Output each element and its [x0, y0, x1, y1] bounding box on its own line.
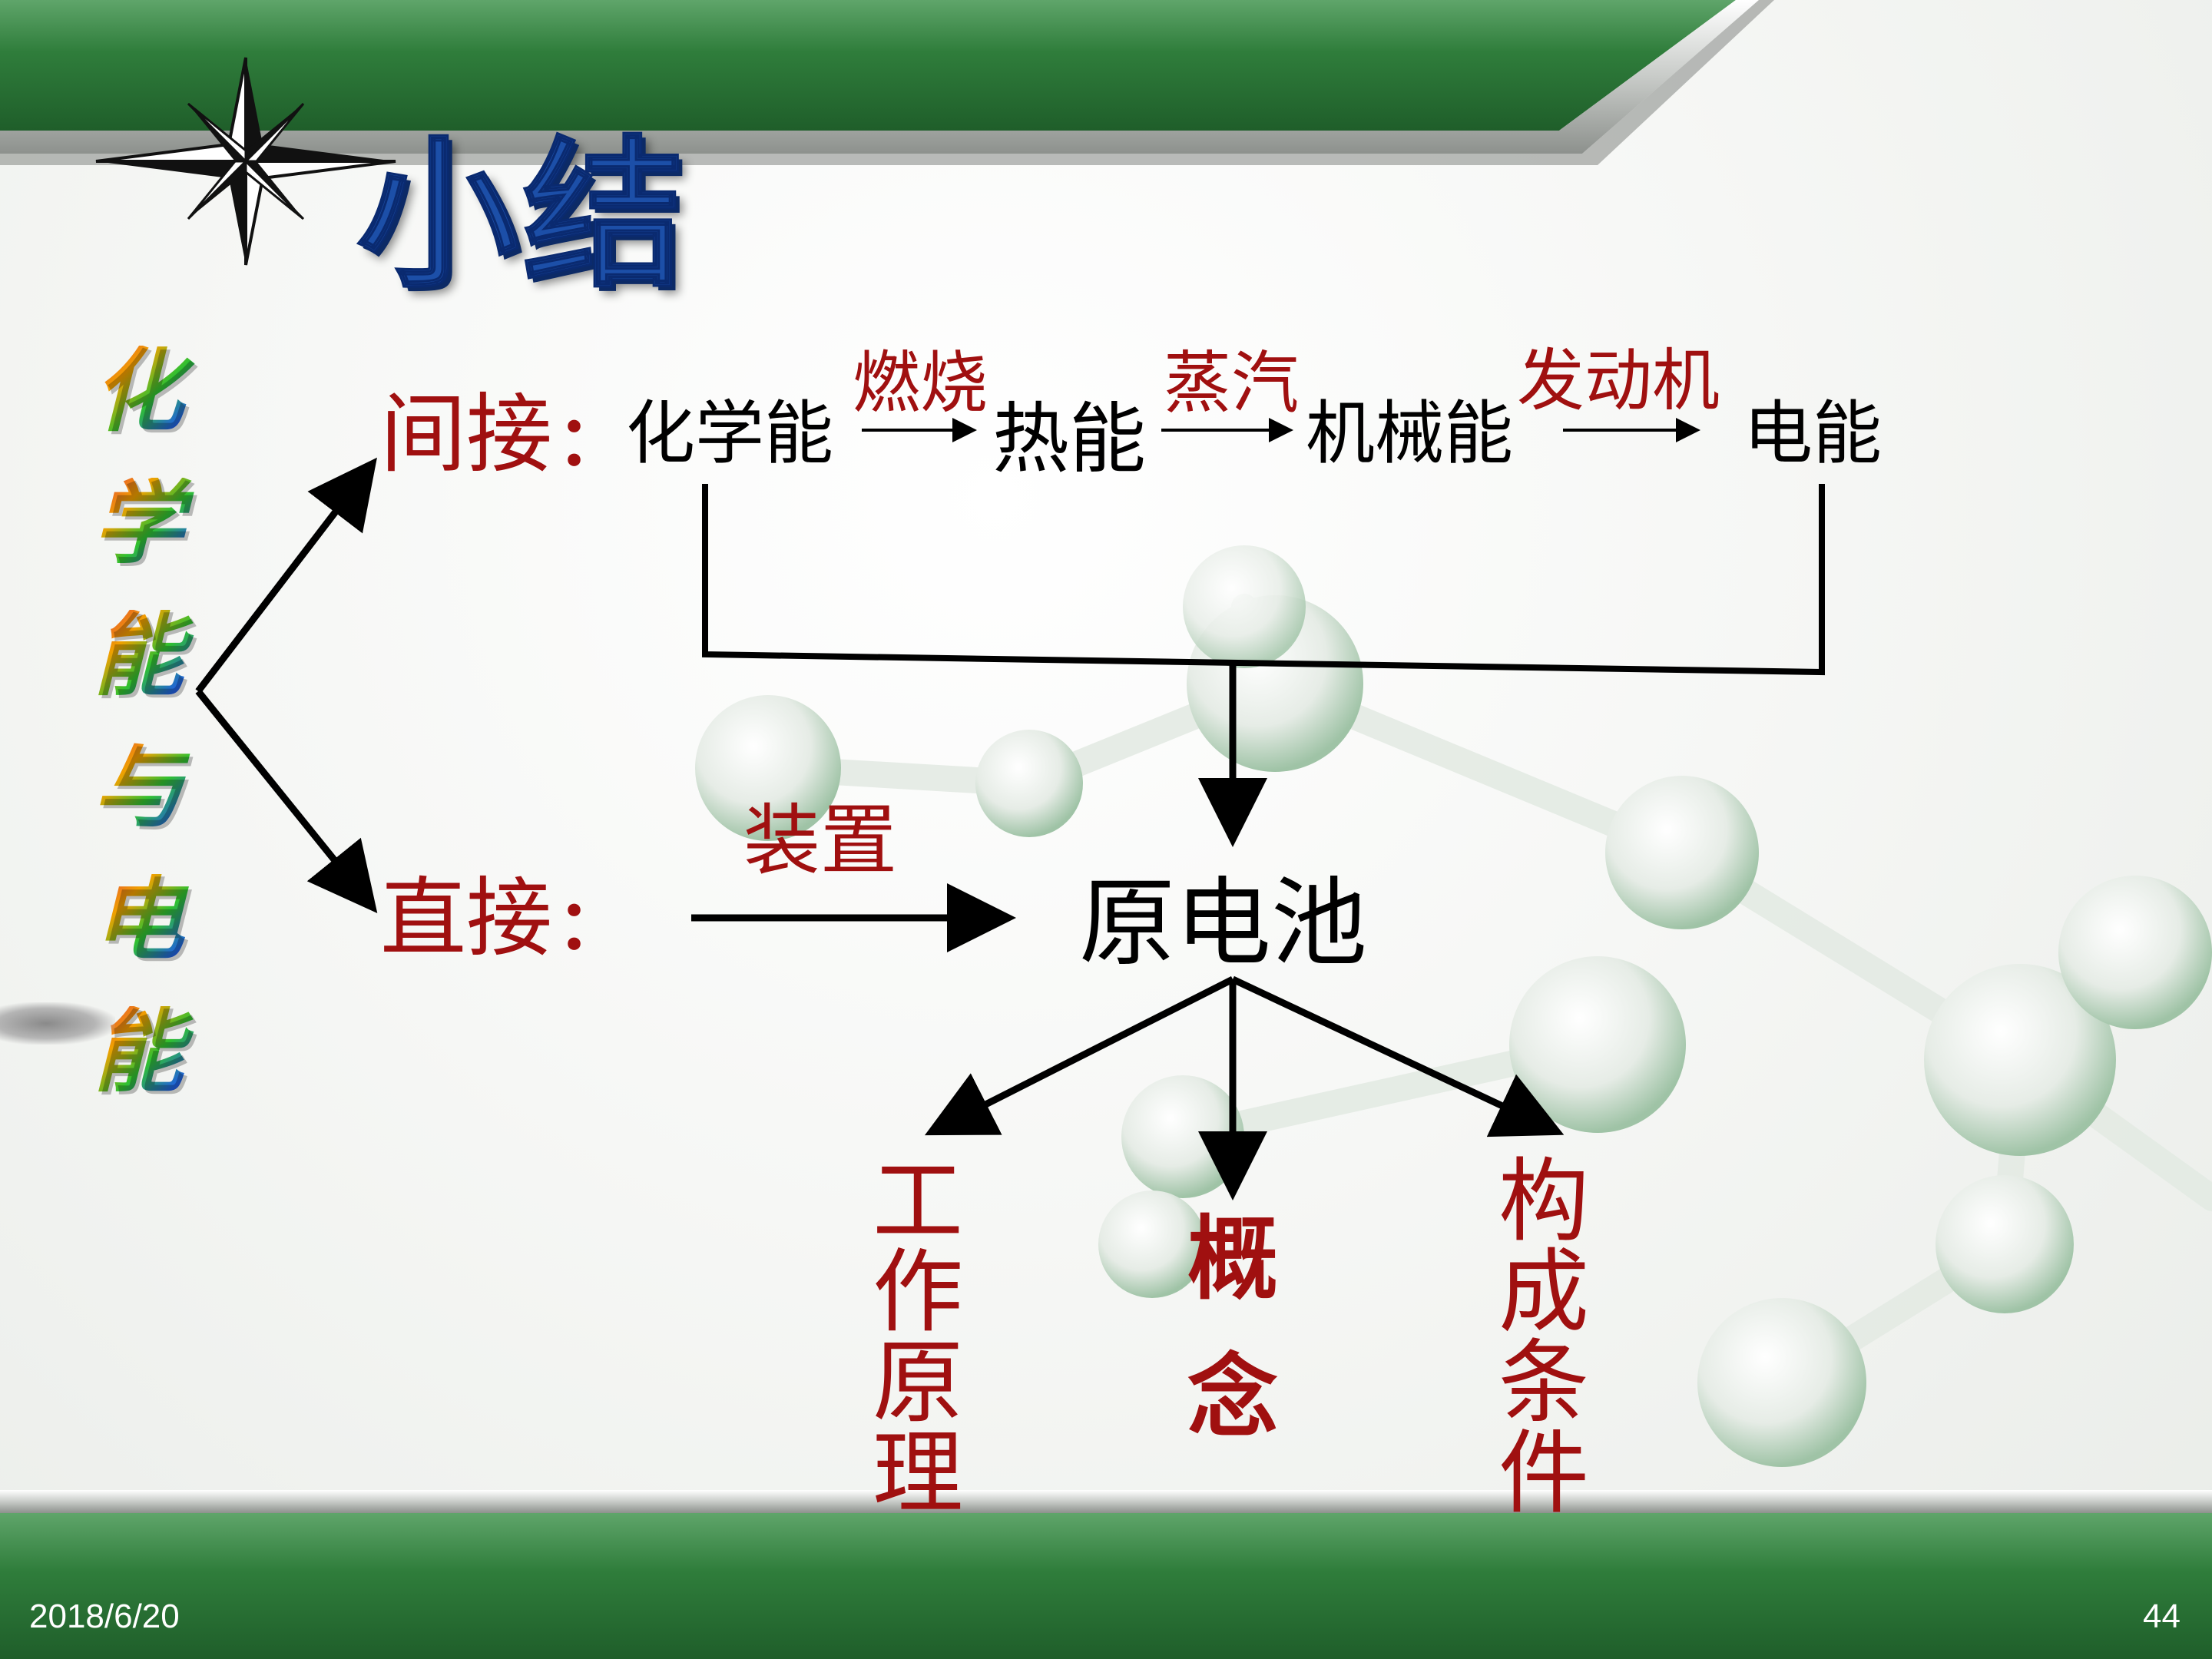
- branch-char: 概: [1187, 1206, 1278, 1312]
- galvanic-cell: 原电池: [1079, 868, 1367, 979]
- branch-char: 原: [872, 1330, 963, 1435]
- branch-conditions: 构 成 条 件: [1494, 1156, 1594, 1518]
- footer-date: 2018/6/20: [29, 1598, 180, 1635]
- chain-step-engine: 发动机: [1517, 341, 1720, 420]
- branch-char: 件: [1498, 1420, 1589, 1526]
- side-char: 学: [77, 478, 200, 610]
- branch-char: 作: [872, 1239, 963, 1345]
- chain-chem-energy: 化学能: [626, 393, 833, 474]
- branch-working-principle: 工 作 原 理: [868, 1156, 968, 1518]
- chain-mech-energy: 机械能: [1306, 393, 1513, 474]
- branch-char: 工: [872, 1148, 963, 1254]
- direct-colon: ：: [557, 885, 626, 965]
- branch-char: 念: [1187, 1344, 1278, 1450]
- branch-char: 条: [1498, 1330, 1589, 1435]
- indirect-colon: ：: [557, 401, 626, 482]
- side-smudge-decoration: [0, 1002, 115, 1045]
- branch-char: 理: [872, 1420, 963, 1526]
- indirect-label: 间接: [380, 385, 552, 485]
- footer-page-number: 44: [2143, 1598, 2181, 1635]
- branch-char: 成: [1498, 1239, 1589, 1345]
- branch-concept: 概 念: [1183, 1214, 1283, 1442]
- side-char: 与: [77, 742, 200, 874]
- chain-heat-energy: 热能: [992, 394, 1146, 484]
- side-char: 化: [77, 346, 200, 478]
- side-char: 能: [77, 610, 200, 742]
- arrow-to-principle: [924, 975, 1235, 1136]
- direct-label: 直接: [380, 869, 552, 969]
- arrow-to-indirect: [195, 457, 377, 694]
- side-char: 电: [77, 874, 200, 1006]
- slide-title: 小结: [356, 121, 690, 311]
- chain-elec-energy: 电能: [1743, 393, 1882, 474]
- bracket-connector: [702, 484, 1825, 676]
- arrow-to-conditions: [1231, 975, 1565, 1137]
- device-label: 装置: [743, 796, 897, 886]
- branch-char: 构: [1498, 1148, 1589, 1254]
- chain-step-steam: 蒸汽: [1164, 343, 1300, 422]
- chain-step-combustion: 燃烧: [853, 343, 988, 422]
- arrow-to-direct: [195, 689, 378, 914]
